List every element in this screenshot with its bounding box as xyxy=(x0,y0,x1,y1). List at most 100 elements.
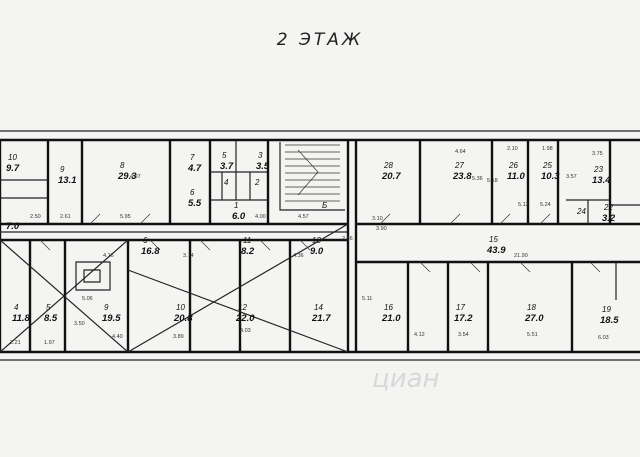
room-number: 3 xyxy=(258,151,263,160)
room-2-label: 2 xyxy=(254,178,260,187)
room-area: 17.2 xyxy=(454,313,473,324)
room-7-label: 74.7 xyxy=(187,153,202,174)
dimension-label: 4.57 xyxy=(298,214,309,220)
dimension-label: 2.21 xyxy=(10,340,21,346)
room-number: 26 xyxy=(508,161,518,170)
dimension-label: 4.64 xyxy=(455,149,466,155)
room-number: 16 xyxy=(384,303,393,312)
room-area: 18.5 xyxy=(600,315,619,326)
room-area: 4.7 xyxy=(187,163,202,174)
dimension-label: 5.06 xyxy=(82,296,93,302)
room-number: 22 xyxy=(603,203,613,212)
dimension-label: 2.61 xyxy=(60,214,71,220)
dimension-label: 21.90 xyxy=(514,253,528,259)
watermark: циан xyxy=(372,364,440,394)
room-number: 19 xyxy=(602,305,611,314)
dimension-label: 3.10 xyxy=(372,216,383,222)
room-area: 21.0 xyxy=(381,313,401,324)
room-area: 9.7 xyxy=(6,163,20,174)
room-area: 6.0 xyxy=(232,211,246,222)
room-13-label: 139.0 xyxy=(310,236,324,257)
room-number: 9 xyxy=(60,165,65,174)
bottom-left-partitions xyxy=(0,223,349,353)
room-area: 22.0 xyxy=(235,313,255,324)
room-9-label: 919.5 xyxy=(102,303,121,324)
room-8-label: 829.3 xyxy=(117,161,137,182)
room-area: 3.7 xyxy=(220,161,234,172)
room-6-label: 616.8 xyxy=(141,236,160,257)
room-area: 29.3 xyxy=(117,171,137,182)
dimension-label: 5.36 xyxy=(472,176,483,182)
room-number: 25 xyxy=(542,161,552,170)
room-area: 16.8 xyxy=(141,246,160,257)
room-area: 9.0 xyxy=(310,246,324,257)
floor-title: 2 ЭТАЖ xyxy=(276,30,364,50)
room-area: 3.5 xyxy=(256,161,270,172)
dimension-label: 4.12 xyxy=(414,332,425,338)
room-Б-label: Б xyxy=(322,201,327,210)
room-number: Б xyxy=(322,201,327,210)
dimension-label: 4.36 xyxy=(293,253,304,259)
room-number: 14 xyxy=(314,303,323,312)
dimension-label: 3.74 xyxy=(183,253,194,259)
dimension-label: 6.03 xyxy=(598,335,609,341)
room-6-label: 65.5 xyxy=(188,188,202,209)
room-number: 28 xyxy=(383,161,393,170)
room-area: 20.8 xyxy=(173,313,193,324)
room-area: 21.7 xyxy=(311,313,331,324)
dimension-label: 5.51 xyxy=(527,332,538,338)
room-area: 11.8 xyxy=(12,313,31,324)
room-number: 6 xyxy=(190,188,195,197)
room-area: 8.2 xyxy=(241,246,255,257)
dimension-label: 5.13 xyxy=(518,202,529,208)
room-number: 4 xyxy=(14,303,19,312)
room-number: 23 xyxy=(593,165,603,174)
room-number: 18 xyxy=(527,303,536,312)
room-area: 13.4 xyxy=(592,175,611,186)
dimension-label: 4.03 xyxy=(240,328,251,334)
dimension-label: 3.90 xyxy=(376,226,387,232)
dimension-label: 4.16 xyxy=(103,253,114,259)
room-4-label: 4 xyxy=(224,178,229,187)
room-number: 11 xyxy=(243,236,251,245)
room-number: 6 xyxy=(143,236,148,245)
room-area: 13.1 xyxy=(58,175,77,186)
room-area: 19.5 xyxy=(102,313,121,324)
room-number: 2 xyxy=(254,178,260,187)
dimension-label: 3.50 xyxy=(74,321,85,327)
dimension-label: 2.10 xyxy=(507,146,518,152)
room-area: 23.8 xyxy=(452,171,472,182)
room-number: 17 xyxy=(456,303,465,312)
dimension-label: 4.00 xyxy=(255,214,266,220)
bottom-right-partitions xyxy=(406,262,617,352)
room-number: 1 xyxy=(234,201,238,210)
door-gaps xyxy=(39,213,601,273)
outer-walls xyxy=(0,130,640,361)
dimension-label: 3.89 xyxy=(173,334,184,340)
room-area: 5.5 xyxy=(188,198,202,209)
dimension-label: 2.50 xyxy=(30,214,41,220)
room-number: 10 xyxy=(8,153,17,162)
dimension-label: 5.18 xyxy=(487,178,498,184)
room-10-label: 109.7 xyxy=(6,153,20,174)
dimension-label: 4.97 xyxy=(130,174,141,180)
room-9-label: 913.1 xyxy=(58,165,77,186)
room-number: 5 xyxy=(222,151,227,160)
dimension-label: 1.97 xyxy=(44,340,55,346)
room-11-label: 118.2 xyxy=(241,236,255,257)
top-left-partitions xyxy=(0,140,358,352)
room-area: 27.0 xyxy=(524,313,544,324)
